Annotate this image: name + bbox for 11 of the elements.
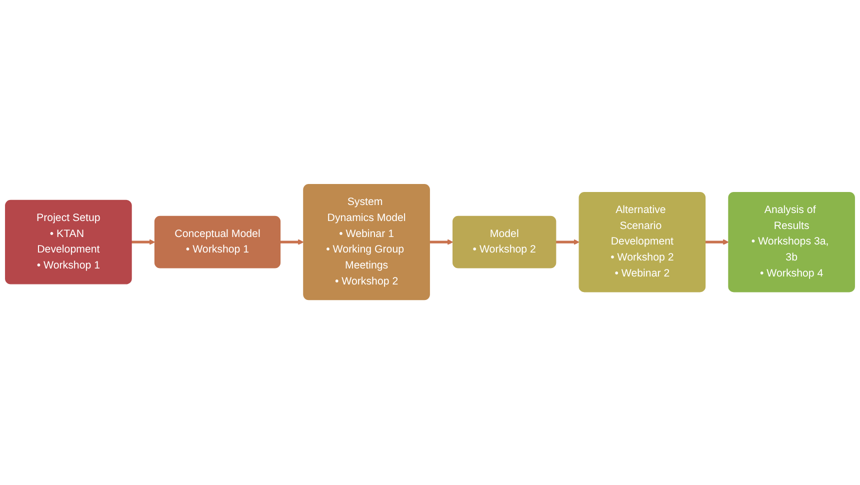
arrow [430, 240, 454, 246]
arrow [132, 240, 156, 246]
arrow [280, 240, 304, 246]
arrow [556, 240, 580, 246]
node-box: Model • Workshop 2 [452, 216, 556, 269]
node-box: Alternative Scenario Development • Workshop 2 • Webinar 2 [578, 192, 706, 293]
node-box: Project Setup • KTAN Development • Workshop 1 [5, 200, 132, 285]
arrow [705, 240, 729, 246]
node-box: Conceptual Model • Workshop 1 [154, 216, 281, 269]
node-box: Analysis of Results • Workshops 3a, 3b • Workshop 4 [728, 192, 855, 293]
node-box: System Dynamics Model • Webinar 1 • Working Group Meetings • Workshop 2 [303, 184, 430, 301]
